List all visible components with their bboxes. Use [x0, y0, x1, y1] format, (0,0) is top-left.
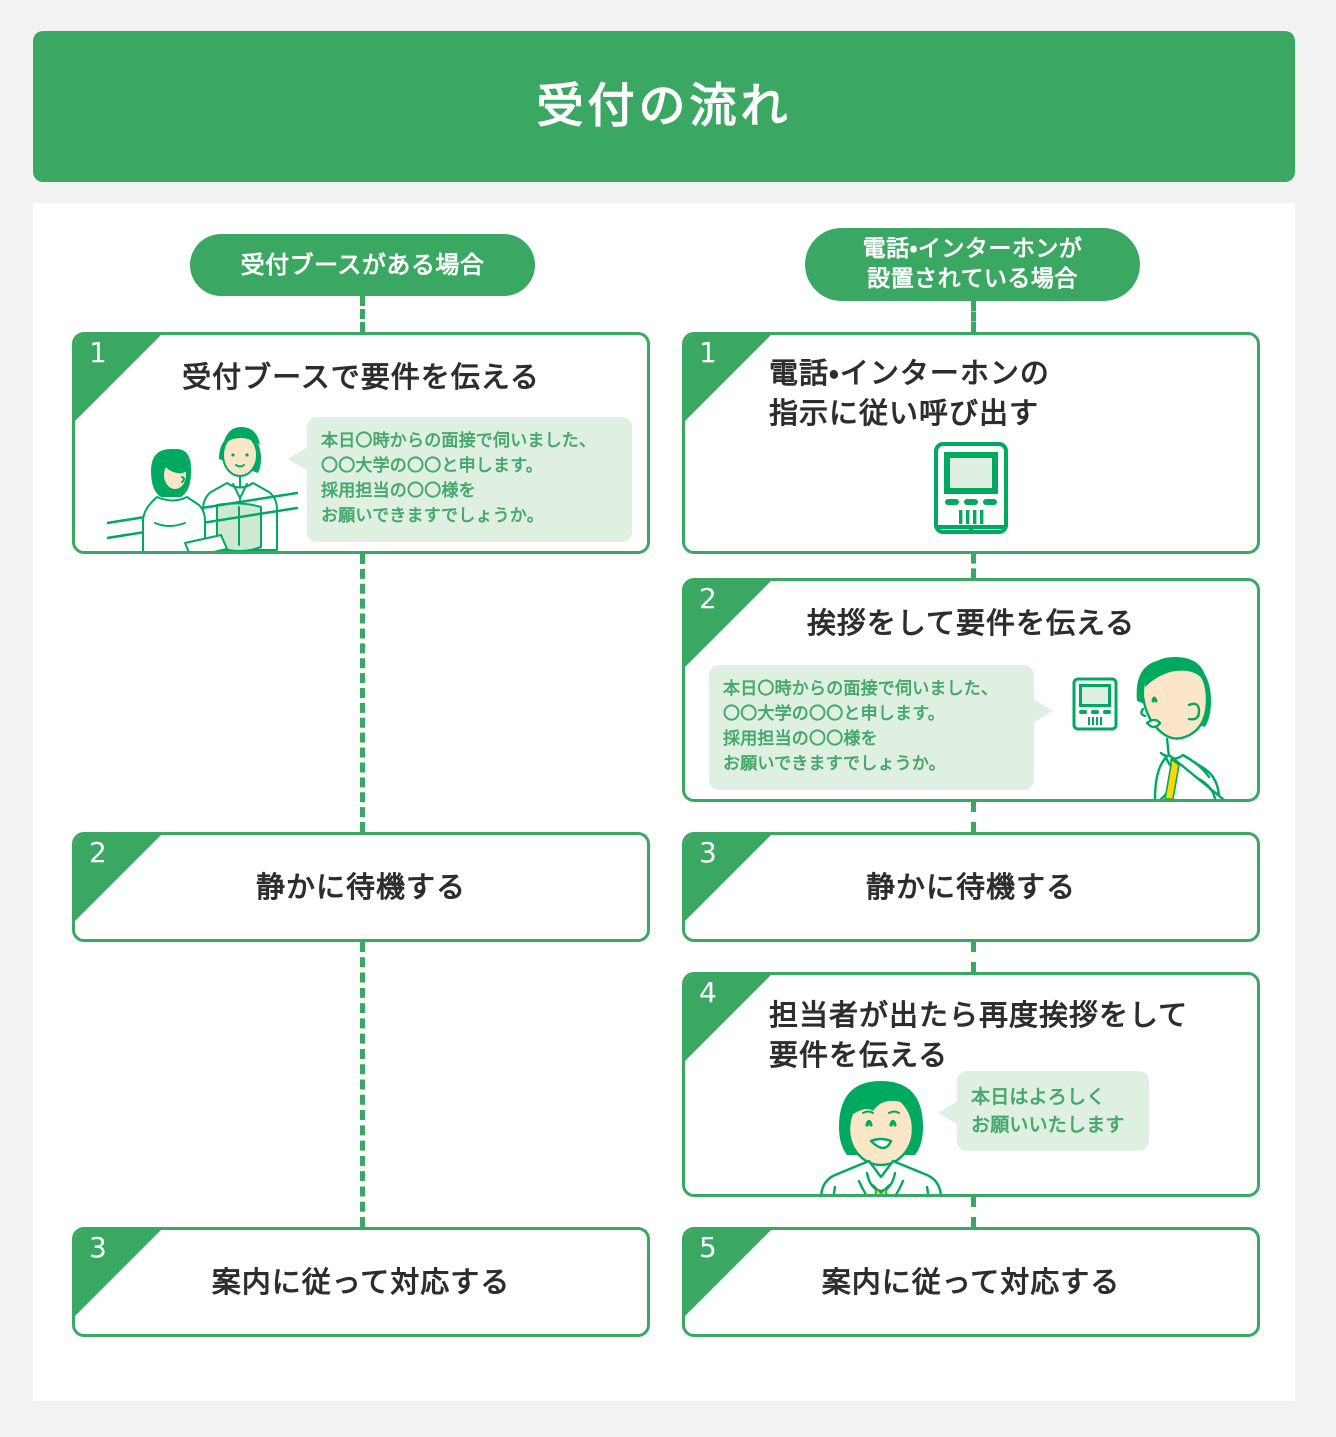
booth-step-3-box: 3 案内に従って対応する: [72, 1227, 650, 1337]
bubble-line: 〇〇大学の〇〇と申します。: [723, 704, 945, 725]
bubble-line: 採用担当の〇〇様を: [321, 481, 476, 502]
intercom-step-3-title: 静かに待機する: [865, 870, 1076, 904]
bubble-line: 本日はよろしく: [971, 1086, 1106, 1108]
booth-step-3-title: 案内に従って対応する: [211, 1265, 511, 1299]
intercom-step-3-box: 3 静かに待機する: [682, 832, 1260, 942]
intercom-step-1-title-line2: 指示に従い呼び出す: [769, 396, 1040, 431]
intercom-small-icon: [1071, 677, 1119, 733]
booth-step-3-number: 3: [89, 1231, 107, 1264]
intercom-step-5-title: 案内に従って対応する: [821, 1265, 1121, 1299]
booth-step-1-title: 受付ブースで要件を伝える: [182, 360, 540, 394]
intercom-step-5-box: 5 案内に従って対応する: [682, 1227, 1260, 1337]
intercom-step-5-number: 5: [699, 1231, 717, 1264]
intercom-step-2-title: 挨拶をして要件を伝える: [806, 606, 1136, 640]
intercom-step-1-box: 1 電話・インターホンの 指示に従い呼び出す: [682, 332, 1260, 554]
bubble-line: お願いできますでしょうか。: [321, 506, 544, 527]
column-tab-booth: 受付ブースがある場合: [190, 234, 535, 296]
connector-intercom-step1-to-step2: [971, 554, 976, 578]
connector-booth-step1-to-step2: [360, 554, 365, 832]
column-tab-intercom: 電話・インターホンが 設置されている場合: [805, 228, 1140, 301]
badge-triangle: [685, 975, 771, 1061]
intercom-step-4-title-line1: 担当者が出たら再度挨拶をして: [769, 998, 1189, 1032]
person-front-illustration: [803, 1075, 959, 1194]
column-tab-intercom-label-line1: 電話・インターホンが: [862, 236, 1083, 263]
intercom-step-4-title: 担当者が出たら再度挨拶をして 要件を伝える: [769, 995, 1237, 1075]
bubble-tail-icon: [938, 1101, 958, 1125]
intercom-step-1-number: 1: [699, 336, 717, 369]
column-tab-booth-label: 受付ブースがある場合: [240, 250, 485, 279]
intercom-step-4-number: 4: [699, 976, 717, 1009]
reception-counter-illustration: [105, 393, 317, 551]
bubble-line: お願いできますでしょうか。: [723, 754, 946, 775]
intercom-step-4-bubble: 本日はよろしく お願いいたします: [938, 1071, 1149, 1152]
intercom-step-1-title-line1: 電話・インターホンの: [769, 356, 1050, 390]
intercom-icon: [927, 441, 1021, 539]
connector-booth-step2-to-step3: [360, 942, 365, 1227]
intercom-step-3-number: 3: [699, 836, 717, 869]
page-title: 受付の流れ: [536, 79, 792, 134]
connector-intercom-tab-to-step1: [971, 301, 976, 332]
intercom-step-4-box: 4 担当者が出たら再度挨拶をして 要件を伝える: [682, 972, 1260, 1197]
column-tab-intercom-label-line2: 設置されている場合: [867, 265, 1078, 292]
bubble-line: 本日〇時からの面接で伺いました、: [723, 679, 999, 699]
booth-step-1-bubble: 本日〇時からの面接で伺いました、 〇〇大学の〇〇と申します。 採用担当の〇〇様を…: [288, 417, 632, 542]
person-at-intercom-illustration: [1103, 639, 1243, 799]
booth-step-2-number: 2: [89, 836, 107, 869]
connector-intercom-step2-to-step3: [971, 802, 976, 832]
bubble-line: お願いいたします: [971, 1114, 1125, 1137]
booth-step-2-title: 静かに待機する: [255, 870, 466, 904]
intercom-step-1-badge: 1: [685, 335, 771, 421]
bubble-line: 採用担当の〇〇様を: [723, 729, 878, 750]
bubble-tail-icon: [1033, 699, 1053, 723]
bubble-tail-icon: [288, 447, 308, 471]
booth-step-2-box: 2 静かに待機する: [72, 832, 650, 942]
badge-triangle: [685, 335, 771, 421]
connector-intercom-step3-to-step4: [971, 942, 976, 972]
bubble-line: 〇〇大学の〇〇と申します。: [321, 456, 543, 477]
intercom-step-1-title: 電話・インターホンの 指示に従い呼び出す: [769, 353, 1237, 433]
intercom-step-4-badge: 4: [685, 975, 771, 1061]
booth-step-1-box: 1 受付ブースで要件を伝える: [72, 332, 650, 554]
intercom-step-4-title-line2: 要件を伝える: [769, 1038, 949, 1073]
bubble-line: 本日〇時からの面接で伺いました、: [321, 431, 597, 451]
connector-booth-tab-to-step1: [360, 296, 365, 332]
connector-intercom-step4-to-step5: [971, 1197, 976, 1227]
page-header-banner: 受付の流れ: [33, 31, 1295, 182]
intercom-step-2-box: 2 挨拶をして要件を伝える 本日〇時からの面接で伺いました、 〇〇大学の〇〇と申…: [682, 578, 1260, 802]
column-tab-intercom-label: 電話・インターホンが 設置されている場合: [863, 235, 1083, 294]
intercom-step-2-bubble: 本日〇時からの面接で伺いました、 〇〇大学の〇〇と申します。 採用担当の〇〇様を…: [709, 665, 1053, 790]
